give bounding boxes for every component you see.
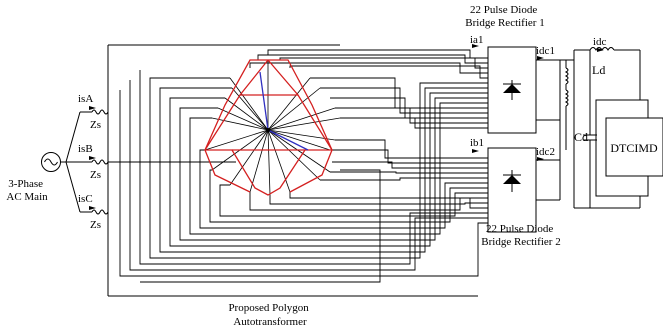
transformer-label: Proposed Polygon Autotransformer bbox=[228, 302, 311, 328]
transformer-output-wires bbox=[119, 49, 488, 283]
current-arrows bbox=[89, 44, 604, 210]
inductor-label: Ld bbox=[592, 63, 605, 77]
phase-lines bbox=[80, 44, 478, 297]
rectifier-1-label: 22 Pulse Diode Bridge Rectifier 1 bbox=[465, 4, 544, 29]
ac-source bbox=[41, 111, 81, 213]
current-isC-label: isC bbox=[78, 193, 93, 205]
current-idc2-label: idc2 bbox=[536, 146, 555, 158]
dtcimd-box bbox=[605, 117, 663, 177]
impedance-b-label: Zs bbox=[90, 169, 101, 181]
current-idc-label: idc bbox=[593, 36, 607, 48]
dtcimd-label: DTCIMD bbox=[610, 141, 658, 155]
current-ia1-label: ia1 bbox=[470, 34, 483, 46]
rectifier-2 bbox=[487, 147, 537, 233]
source-label: 3-Phase AC Main bbox=[6, 178, 48, 203]
rectifier-1 bbox=[487, 46, 537, 134]
polygon-autotransformer bbox=[203, 59, 341, 196]
impedance-a-label: Zs bbox=[90, 119, 101, 131]
impedance-c-label: Zs bbox=[90, 219, 101, 231]
current-idc1-label: idc1 bbox=[536, 45, 555, 57]
current-isA-label: isA bbox=[78, 93, 93, 105]
rectifier-2-label: 22 Pulse Diode Bridge Rectifier 2 bbox=[481, 223, 560, 248]
current-isB-label: isB bbox=[78, 143, 93, 155]
current-ib1-label: ib1 bbox=[470, 137, 484, 149]
capacitor-label: Cd bbox=[574, 130, 588, 144]
